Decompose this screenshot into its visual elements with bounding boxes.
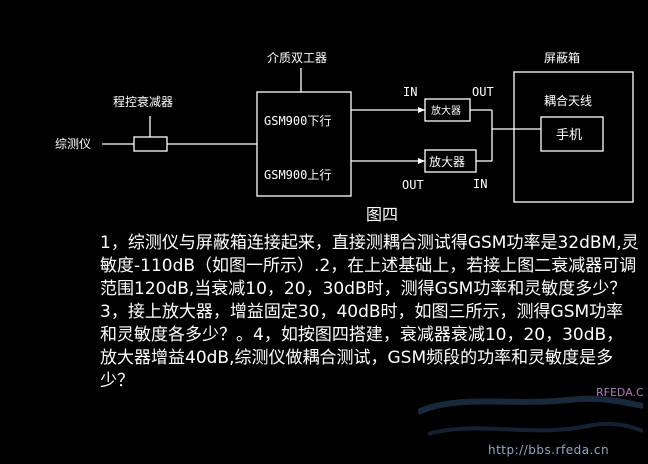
shield-box-label: 屏蔽箱 [544, 50, 580, 65]
shield-box [513, 71, 634, 203]
in-top-label: IN [403, 85, 417, 99]
tester-label: 综测仪 [55, 137, 91, 151]
gsm-downlink-label: GSM900下行 [264, 114, 331, 128]
coupling-antenna-label: 耦合天线 [544, 93, 592, 108]
phone-box [540, 116, 604, 152]
out-top-label: OUT [472, 85, 494, 99]
block-diagram: 综测仪 程控衰减器 介质双工器 GSM900下行 GSM900上行 放大器 放大… [55, 50, 634, 224]
attenuator-label: 程控衰减器 [113, 94, 173, 109]
amplifier-top-label: 放大器 [431, 104, 461, 117]
problem-statement: 1，综测仪与屏蔽箱连接起来，直接测耦合测试得GSM功率是32dBM,灵敏度-11… [100, 232, 640, 393]
arrow-to-amplifier-top [418, 107, 425, 113]
gsm-uplink-label: GSM900上行 [264, 168, 331, 182]
watermark-url: http://bbs.rfeda.cn [488, 443, 610, 457]
duplexer-label: 介质双工器 [267, 51, 327, 65]
figure-caption: 图四 [366, 205, 398, 224]
arrow-to-amplifier-bottom [418, 158, 425, 164]
phone-label: 手机 [556, 128, 582, 143]
out-bottom-label: OUT [402, 178, 424, 192]
in-bottom-label: IN [473, 177, 487, 191]
forum-watermark: RFEDA.CN [418, 386, 643, 436]
attenuator-block [133, 136, 168, 152]
amplifier-bottom-label: 放大器 [429, 154, 465, 169]
problem-text: 1，综测仪与屏蔽箱连接起来，直接测耦合测试得GSM功率是32dBM,灵敏度-11… [100, 233, 639, 391]
watermark-site: RFEDA.CN [596, 386, 643, 399]
